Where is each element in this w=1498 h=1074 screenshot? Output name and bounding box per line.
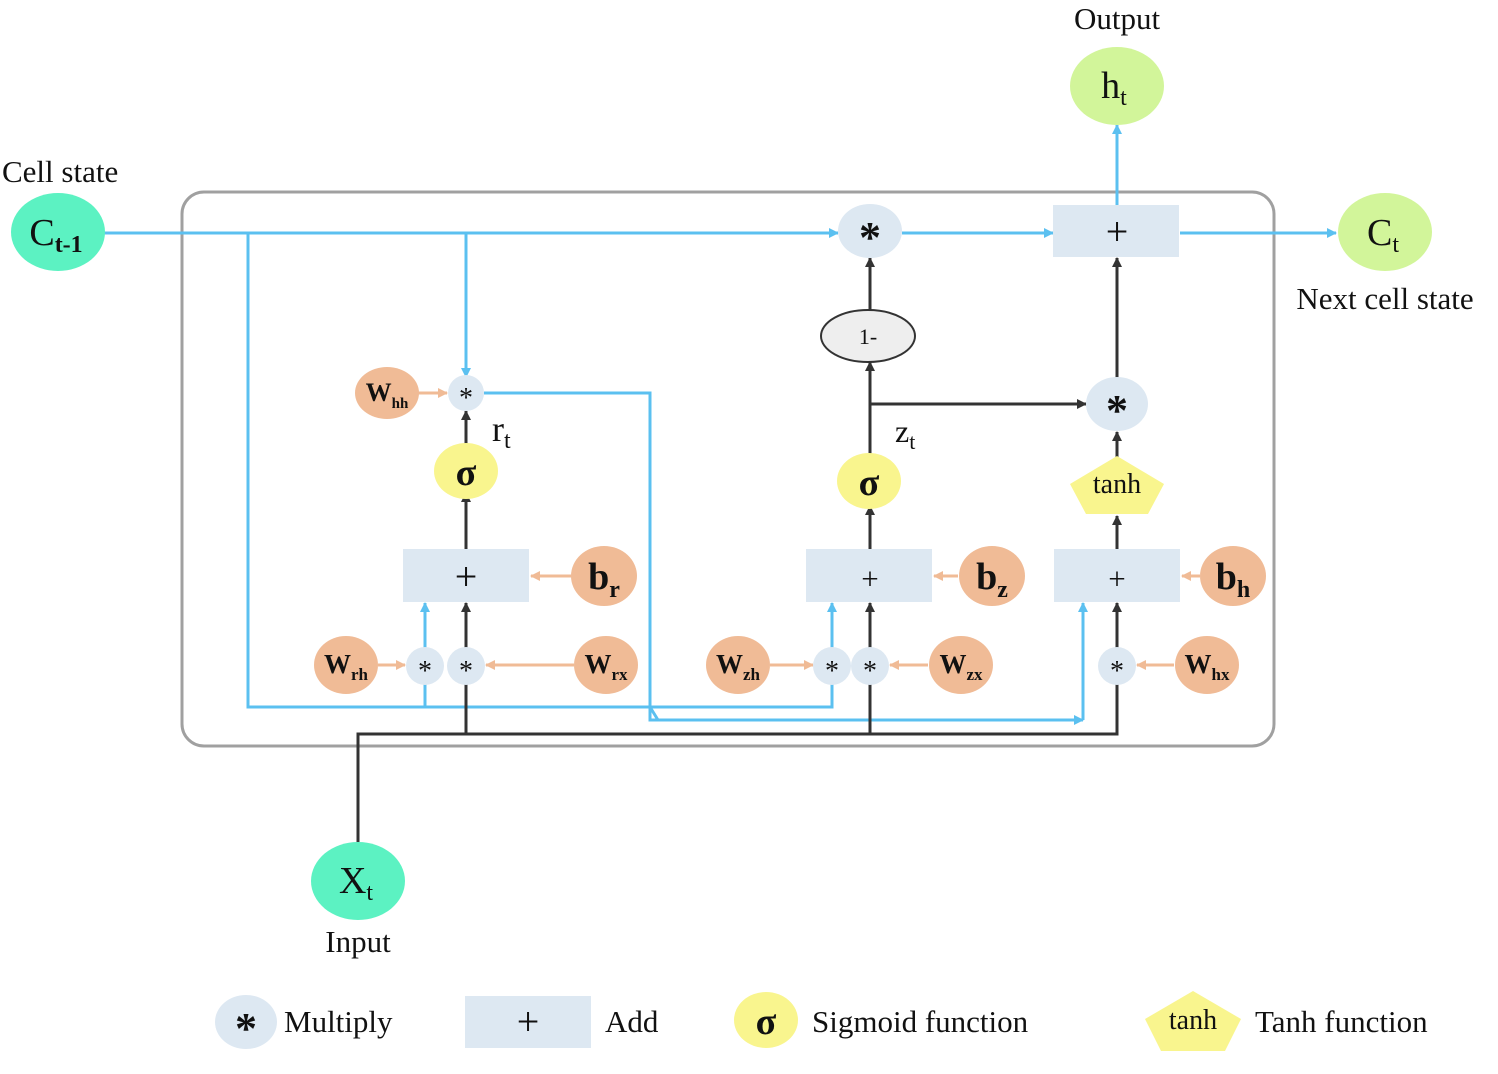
svg-text:Sigmoid function: Sigmoid function	[812, 1004, 1029, 1039]
crossing-stub	[648, 706, 660, 721]
input-paths	[356, 257, 1122, 845]
legend: * Multiply + Add σ Sigmoid function tanh…	[215, 991, 1428, 1053]
weight-node-wzh: Wzh	[706, 636, 770, 694]
svg-text:Ct: Ct	[1367, 212, 1399, 258]
svg-text:Ct-1: Ct-1	[29, 212, 82, 258]
svg-text:Wzh: Wzh	[716, 649, 761, 684]
svg-text:*: *	[459, 656, 473, 687]
next-cell-state-caption: Next cell state	[1296, 281, 1473, 316]
multiply-node-wrx: *	[447, 647, 485, 687]
add-box-candidate: +	[1054, 549, 1180, 602]
svg-text:Add: Add	[605, 1004, 659, 1039]
svg-text:ht: ht	[1101, 65, 1127, 111]
add-box-reset: +	[403, 549, 529, 602]
weight-node-whh: Whh	[355, 367, 419, 419]
multiply-node-whx: *	[1098, 647, 1136, 687]
svg-text:*: *	[1106, 386, 1128, 435]
svg-text:σ: σ	[859, 462, 880, 504]
legend-tanh: tanh Tanh function	[1145, 991, 1428, 1051]
svg-text:*: *	[1110, 656, 1124, 687]
add-box-top: +	[1053, 205, 1179, 257]
svg-text:+: +	[517, 999, 540, 1044]
update-gate-label: zt	[895, 413, 915, 454]
input-node: Xt	[311, 842, 405, 920]
svg-text:*: *	[825, 656, 839, 687]
reset-product-line	[484, 391, 1084, 725]
svg-text:bh: bh	[1216, 556, 1251, 603]
svg-text:Whx: Whx	[1185, 649, 1230, 684]
svg-text:*: *	[859, 213, 881, 262]
svg-text:+: +	[1108, 561, 1125, 596]
svg-text:Tanh function: Tanh function	[1255, 1004, 1428, 1039]
svg-text:Wrx: Wrx	[584, 649, 628, 684]
weight-node-wrh: Wrh	[314, 636, 378, 694]
legend-sigmoid: σ Sigmoid function	[734, 992, 1029, 1048]
legend-add: + Add	[465, 996, 659, 1048]
multiply-node-wzh: *	[813, 647, 851, 687]
sigmoid-node-reset: σ	[434, 443, 498, 499]
cell-frame	[180, 190, 1276, 748]
multiply-node-reset-state: *	[448, 375, 484, 414]
weight-node-wrx: Wrx	[574, 636, 638, 694]
multiply-node-wrh: *	[406, 647, 444, 687]
svg-text:*: *	[863, 656, 877, 687]
state-to-update-line	[246, 233, 837, 709]
svg-text:bz: bz	[976, 556, 1008, 603]
svg-text:*: *	[235, 1004, 257, 1053]
svg-text:*: *	[418, 656, 432, 687]
weight-node-whx: Whx	[1175, 636, 1239, 694]
multiply-node-wzx: *	[851, 647, 889, 687]
prev-cell-state-node: Ct-1	[11, 193, 105, 271]
one-minus-node: 1-	[820, 309, 916, 363]
svg-text:1-: 1-	[859, 324, 877, 349]
svg-text:σ: σ	[456, 452, 477, 494]
svg-text:+: +	[861, 561, 878, 596]
weight-node-wzx: Wzx	[929, 636, 993, 694]
svg-text:+: +	[455, 554, 478, 599]
output-caption: Output	[1074, 1, 1161, 36]
svg-text:br: br	[588, 556, 620, 603]
multiply-node-candidate: *	[1086, 377, 1148, 435]
sigmoid-node-update: σ	[837, 453, 901, 509]
svg-text:*: *	[459, 383, 473, 414]
weight-arrows	[378, 388, 1200, 670]
add-box-update: +	[806, 549, 932, 602]
bias-node-bh: bh	[1200, 546, 1266, 606]
next-cell-state-node: Ct	[1338, 193, 1432, 271]
input-bus-line	[356, 684, 1119, 845]
reset-gate-label: rt	[492, 409, 511, 454]
input-caption: Input	[325, 924, 391, 959]
bias-node-br: br	[571, 546, 637, 606]
svg-text:Whh: Whh	[366, 378, 409, 412]
svg-text:Wzx: Wzx	[939, 649, 983, 684]
svg-text:Wrh: Wrh	[324, 649, 369, 684]
legend-multiply: * Multiply	[215, 995, 393, 1053]
multiply-node-cell: *	[838, 204, 902, 262]
svg-text:+: +	[1106, 209, 1129, 254]
bias-node-bz: bz	[959, 546, 1025, 606]
svg-text:σ: σ	[756, 1001, 777, 1043]
tanh-node: tanh	[1070, 456, 1164, 514]
svg-text:Xt: Xt	[339, 860, 373, 906]
svg-text:tanh: tanh	[1169, 1005, 1217, 1036]
output-node: ht	[1070, 47, 1164, 125]
hidden-state-paths	[104, 124, 1337, 725]
svg-text:tanh: tanh	[1093, 469, 1141, 500]
svg-text:Multiply: Multiply	[284, 1004, 393, 1039]
cell-state-caption: Cell state	[2, 154, 118, 189]
